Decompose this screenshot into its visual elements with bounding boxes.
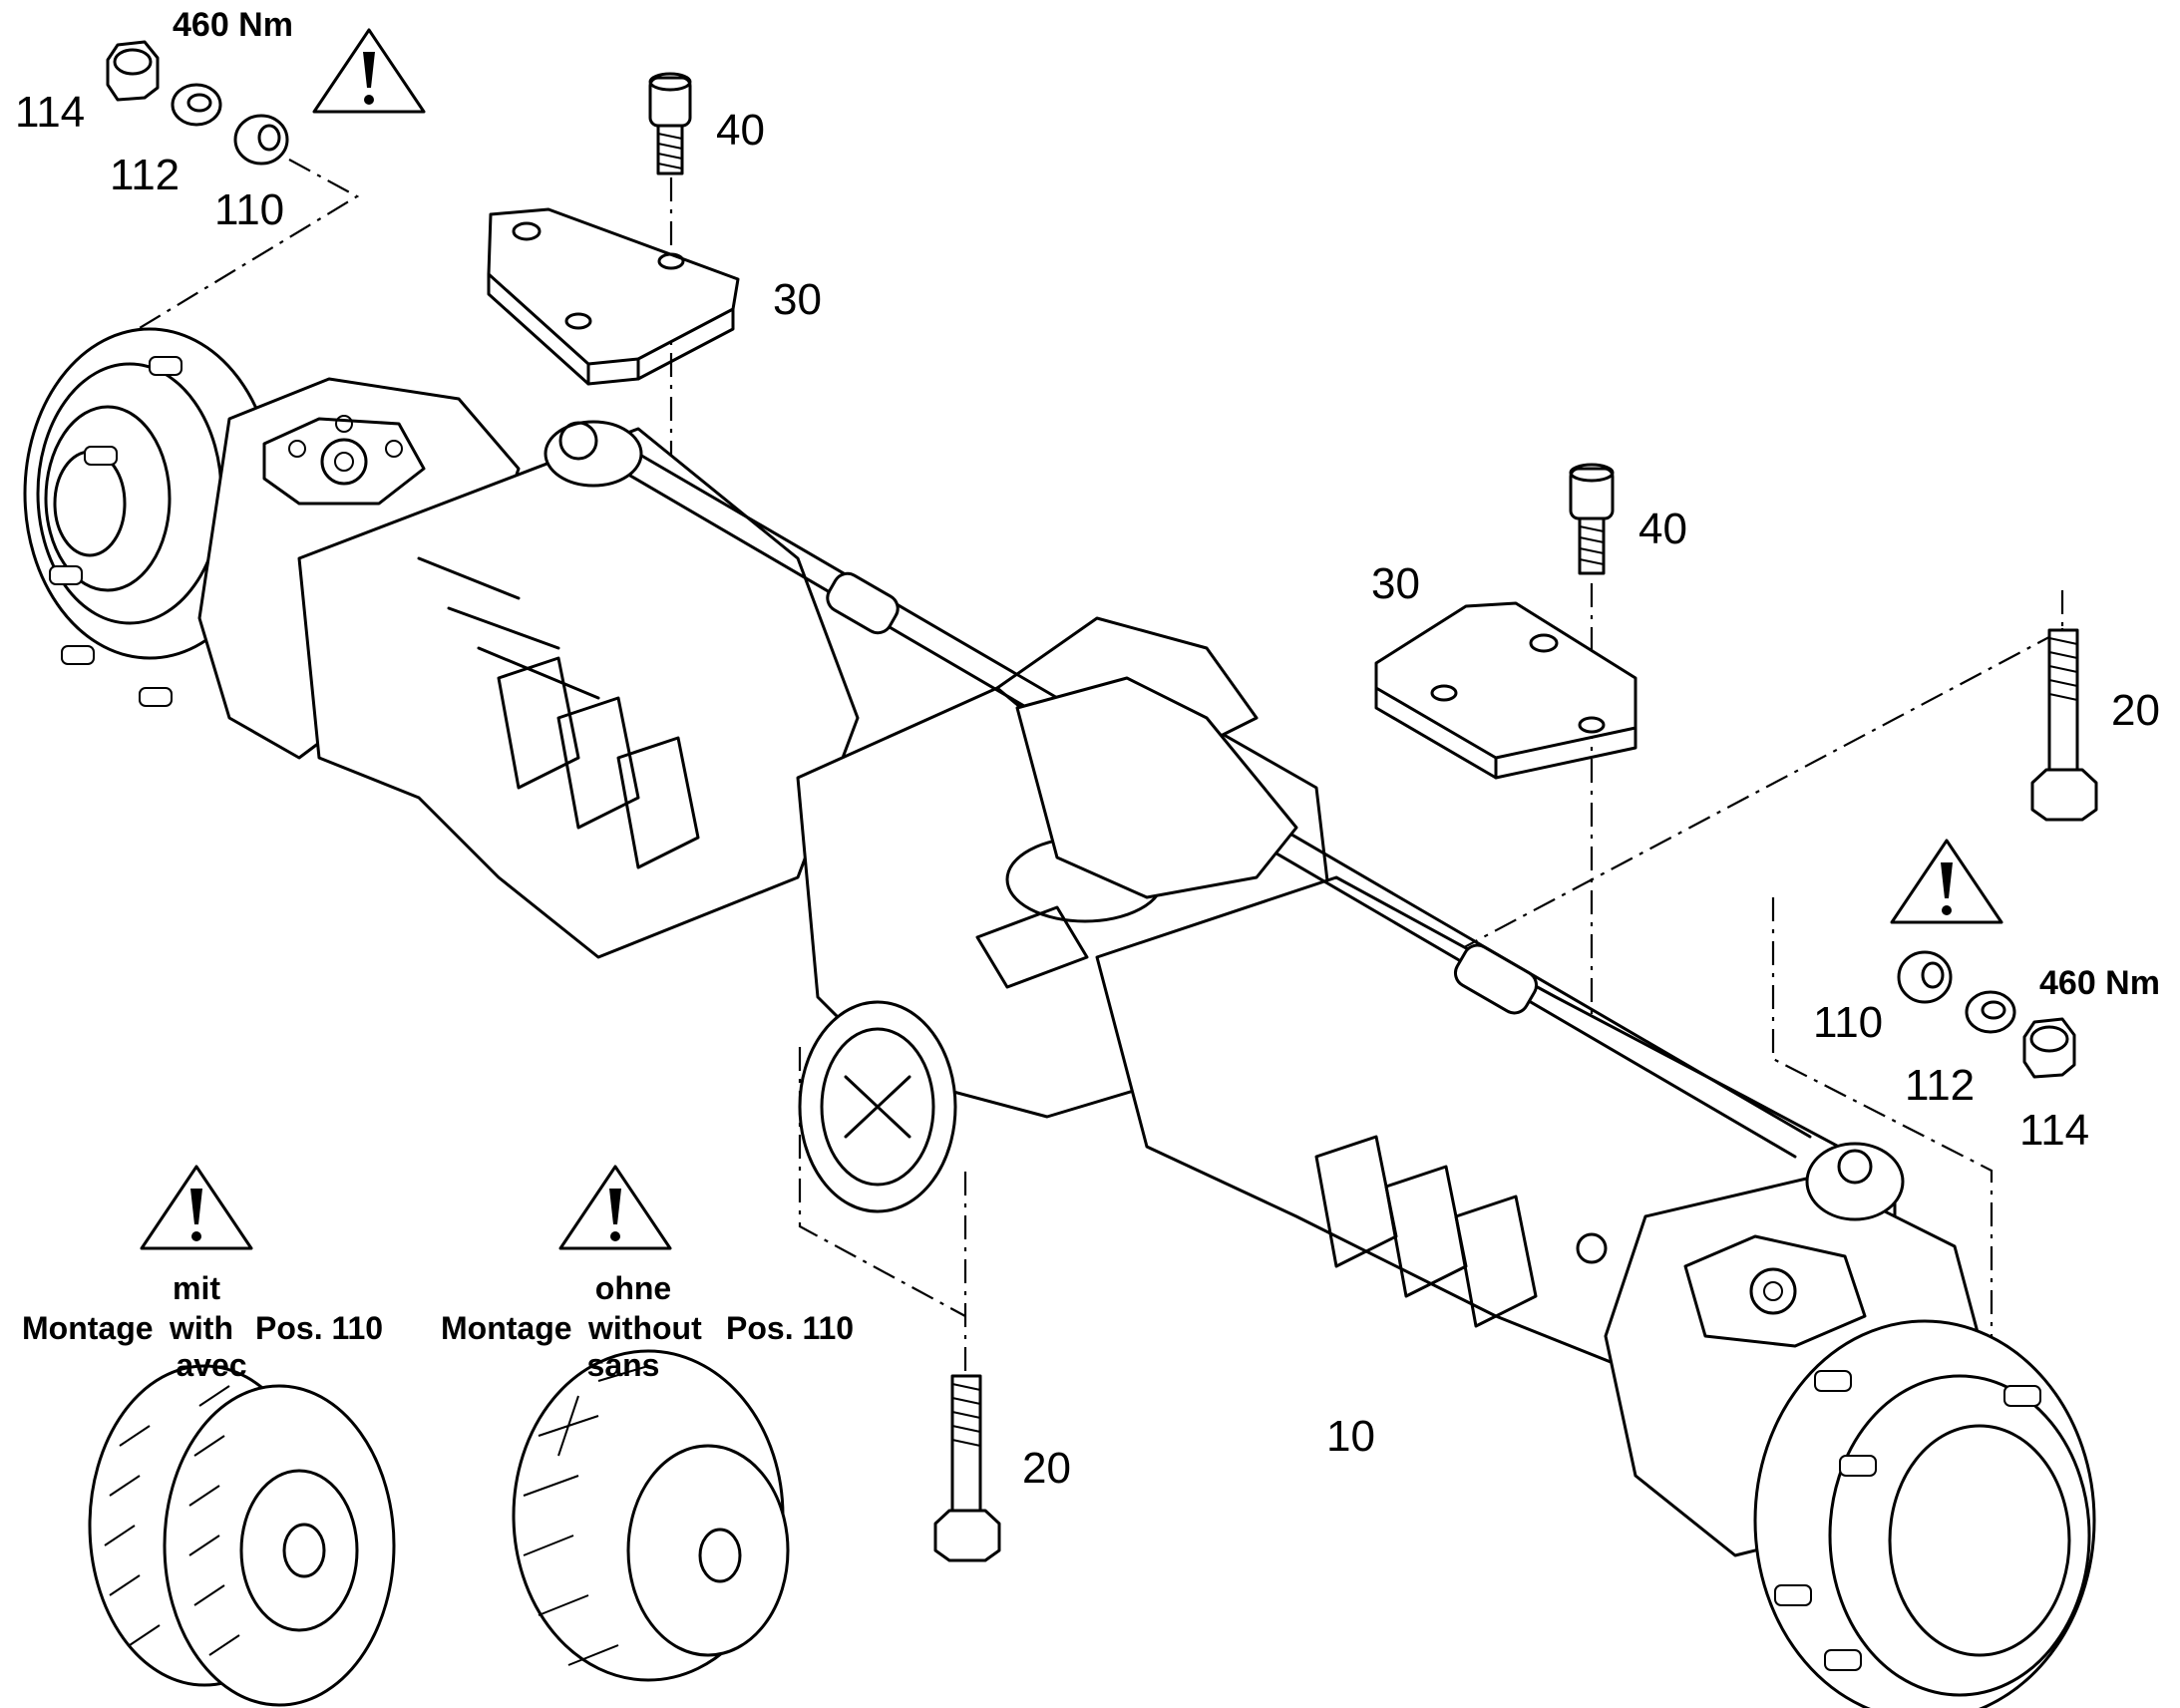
label-part-20: 20 <box>1022 1444 1071 1493</box>
label-part-110: 110 <box>1813 998 1883 1047</box>
right-wheel-hub <box>1753 1319 2096 1708</box>
part-labels: 114 112 110 460 Nm 40 30 40 30 20 460 Nm… <box>15 6 2160 1493</box>
note-without-spacer: ohne Montage without Pos. 110 sans <box>441 1270 854 1383</box>
warning-icon <box>140 1165 253 1250</box>
note-without-bottom: sans <box>587 1347 660 1383</box>
cover-plate-icon <box>487 207 740 386</box>
label-part-110: 110 <box>214 185 284 234</box>
warning-icon <box>558 1165 672 1250</box>
label-part-10: 10 <box>1326 1412 1375 1461</box>
warning-icon <box>1890 839 2003 924</box>
torque-label: 460 Nm <box>173 6 293 44</box>
note-with-bottom: avec <box>176 1347 246 1383</box>
note-without-suffix: Pos. 110 <box>726 1310 854 1346</box>
label-part-40: 40 <box>1638 505 1687 553</box>
torque-label: 460 Nm <box>2039 964 2160 1002</box>
spacer-ring-icon <box>1897 950 1953 1004</box>
nut-icon <box>2022 1017 2076 1079</box>
cap-screw-icon <box>1569 463 1615 575</box>
note-with-suffix: Pos. 110 <box>255 1310 383 1346</box>
note-without-prefix: Montage <box>441 1310 572 1346</box>
spacer-ring-icon <box>233 114 289 166</box>
bolt-icon <box>2030 628 2098 822</box>
label-part-20: 20 <box>2111 686 2160 735</box>
warning-icon <box>312 28 426 114</box>
steering-cylinder <box>544 420 1905 1221</box>
label-part-30: 30 <box>1371 559 1420 608</box>
label-part-112: 112 <box>1905 1061 1975 1110</box>
label-part-114: 114 <box>2019 1106 2089 1155</box>
note-with-middle: with <box>169 1310 233 1346</box>
label-part-40: 40 <box>716 106 765 155</box>
single-tire-icon <box>512 1349 790 1682</box>
cap-screw-icon <box>648 72 692 175</box>
label-part-114: 114 <box>15 88 85 137</box>
label-part-112: 112 <box>110 151 180 199</box>
input-flange <box>798 1000 957 1213</box>
dual-tire-icon <box>88 1364 396 1707</box>
note-with-prefix: Montage <box>22 1310 154 1346</box>
note-with-top: mit <box>173 1270 220 1306</box>
cover-plate-icon <box>1374 601 1637 780</box>
lock-washer-icon <box>1965 990 2016 1034</box>
axle-housing <box>23 327 2096 1708</box>
nut-icon <box>106 40 160 102</box>
note-without-middle: without <box>587 1310 702 1346</box>
note-without-top: ohne <box>595 1270 671 1306</box>
lock-washer-icon <box>171 83 222 127</box>
label-part-30: 30 <box>773 275 822 324</box>
note-with-spacer: mit Montage with Pos. 110 avec <box>22 1270 383 1383</box>
bolt-icon <box>933 1374 1001 1562</box>
